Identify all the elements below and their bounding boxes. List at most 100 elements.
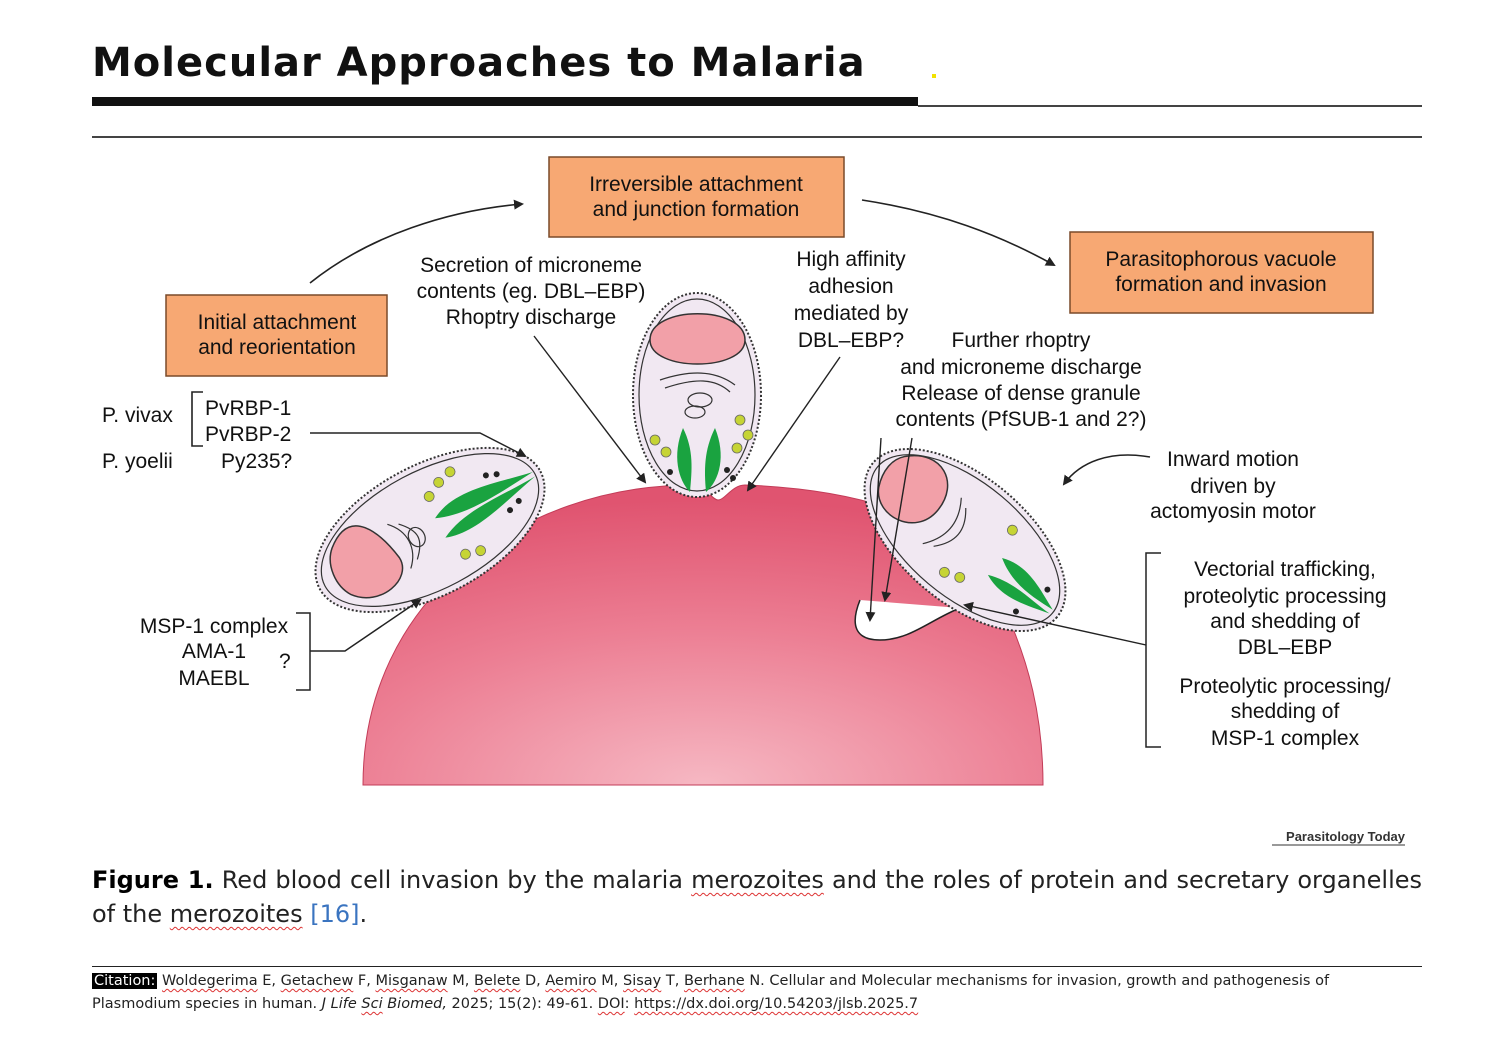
stage-initial-line2: and reorientation: [198, 336, 356, 359]
citation-tag: Citation:: [92, 973, 158, 989]
affinity-line1: High affinity: [796, 248, 906, 271]
bracket-right: [1145, 552, 1161, 748]
arrow-initial-to-irreversible: [309, 199, 524, 284]
secretion-line1: Secretion of microneme: [420, 254, 642, 277]
further-line3: Release of dense granule: [901, 382, 1140, 405]
species-vivax: P. vivax: [102, 404, 173, 427]
nucleus-2: [649, 313, 746, 365]
vectorial-line3: and shedding of: [1210, 610, 1360, 633]
rbc-invagination: [854, 599, 961, 641]
protein-msp1: MSP-1 complex: [140, 615, 289, 638]
pointer-secretion: [533, 335, 647, 484]
citation: Citation: Woldegerima E, Getachew F, Mis…: [92, 970, 1422, 1016]
arrow-irreversible-to-vacuole: [861, 199, 1056, 266]
stage-box-irreversible: Irreversible attachment and junction for…: [548, 156, 845, 238]
rhoptry-3a: [1002, 558, 1053, 610]
reference-link[interactable]: [16]: [310, 900, 360, 928]
pointer-further-b: [881, 437, 913, 602]
text-fragment: and the roles of protein and secretary o…: [92, 866, 1423, 928]
figure-label: Figure 1.: [92, 866, 214, 894]
text-fragment: Sisay: [623, 973, 662, 989]
protein-py235: Py235?: [221, 450, 292, 473]
stage-vacuole-line2: formation and invasion: [1115, 273, 1326, 296]
merozoite-initial: [314, 446, 546, 614]
vectorial-line1: Vectorial trafficking,: [1194, 558, 1376, 581]
text-fragment: D,: [520, 973, 546, 989]
stage-vacuole-line1: Parasitophorous vacuole: [1105, 248, 1336, 271]
bracket-msp: [296, 600, 420, 691]
doi-link[interactable]: https://dx.doi.org/10.54203/jlsb.2025.7: [634, 996, 919, 1012]
text-fragment: Woldegerima: [162, 973, 258, 989]
stage-box-initial: Initial attachment and reorientation: [165, 294, 388, 377]
text-fragment: T,: [661, 973, 684, 989]
text-fragment: Berhane: [683, 973, 745, 989]
secretion-line3: Rhoptry discharge: [446, 306, 616, 329]
pointer-affinity: [746, 356, 841, 492]
proteolytic-line3: MSP-1 complex: [1211, 727, 1360, 750]
text-fragment: Belete: [473, 973, 521, 989]
invasion-diagram: Initial attachment and reorientation Irr…: [102, 156, 1406, 846]
text-fragment: 2025; 15(2): 49-61.: [446, 996, 598, 1012]
page-title: Molecular Approaches to Malaria: [92, 40, 866, 86]
further-line4: contents (PfSUB-1 and 2?): [896, 408, 1147, 431]
stage-initial-line1: Initial attachment: [198, 311, 357, 334]
title-underline-bar: [92, 97, 918, 106]
protein-pvrbp2: PvRBP-2: [205, 423, 291, 446]
pointer-vectorial: [963, 601, 1147, 646]
text-fragment: Aemiro: [545, 973, 597, 989]
nucleus-1: [329, 525, 404, 599]
text-fragment: J Life: [321, 996, 362, 1012]
source-credit: Parasitology Today: [1286, 829, 1406, 844]
title-rule: [918, 105, 1422, 107]
pointer-inward: [1062, 454, 1151, 486]
decorative-dot: [932, 74, 936, 78]
text-fragment: Sci: [361, 996, 383, 1012]
stage-box-vacuole: Parasitophorous vacuole formation and in…: [1069, 231, 1374, 314]
affinity-line3: mediated by: [794, 302, 909, 325]
inward-line1: Inward motion: [1167, 448, 1299, 471]
protein-maebl: MAEBL: [178, 667, 249, 690]
text-fragment: Red blood cell invasion by the malaria: [213, 866, 692, 894]
rhoptry-2a: [677, 428, 692, 492]
stage-irreversible-line2: and junction formation: [593, 198, 800, 221]
pointer-further-a: [865, 437, 882, 622]
stage-irreversible-line1: Irreversible attachment: [589, 173, 803, 196]
proteolytic-line1: Proteolytic processing/: [1179, 675, 1390, 698]
text-fragment: E,: [257, 973, 281, 989]
rhoptry-2b: [704, 428, 721, 492]
text-fragment: F,: [353, 973, 376, 989]
text-fragment: N.: [744, 973, 765, 989]
text-fragment: Misganaw: [375, 973, 448, 989]
affinity-line2: adhesion: [808, 275, 893, 298]
further-line1: Further rhoptry: [952, 329, 1091, 352]
header-rule: [92, 136, 1422, 138]
vectorial-line4: DBL–EBP: [1238, 636, 1333, 659]
nucleus-3: [877, 454, 949, 524]
merozoite-junction: [632, 292, 762, 498]
pointer-pvrbp: [310, 432, 527, 457]
citation-rule: [92, 966, 1422, 967]
vectorial-line2: proteolytic processing: [1183, 585, 1386, 608]
text-fragment: M,: [596, 973, 623, 989]
question-mark: ?: [279, 650, 291, 673]
inward-line3: actomyosin motor: [1150, 500, 1316, 523]
caption-word-merozoites-2: merozoites: [169, 900, 303, 928]
merozoite-invading: [863, 448, 1067, 632]
rhoptry-3b: [987, 574, 1050, 614]
inward-line2: driven by: [1190, 475, 1276, 498]
caption-word-merozoites-1: merozoites: [691, 866, 824, 894]
secretion-line2: contents (eg. DBL–EBP): [417, 280, 646, 303]
protein-pvrbp1: PvRBP-1: [205, 397, 291, 420]
text-fragment: Getachew: [280, 973, 354, 989]
proteolytic-line2: shedding of: [1231, 700, 1340, 723]
rhoptry-1a: [435, 471, 533, 519]
text-fragment: M,: [447, 973, 474, 989]
figure-caption: Figure 1. Red blood cell invasion by the…: [92, 863, 1422, 931]
affinity-line4: DBL–EBP?: [798, 329, 904, 352]
rhoptry-1b: [445, 476, 536, 538]
text-fragment: DOI: [597, 996, 625, 1012]
species-yoelii: P. yoelii: [102, 450, 173, 473]
text-fragment: Biomed,: [382, 996, 447, 1012]
text-fragment: :: [624, 996, 635, 1012]
text-fragment: Cellular and Molecular mechanisms for in…: [92, 973, 1330, 1012]
